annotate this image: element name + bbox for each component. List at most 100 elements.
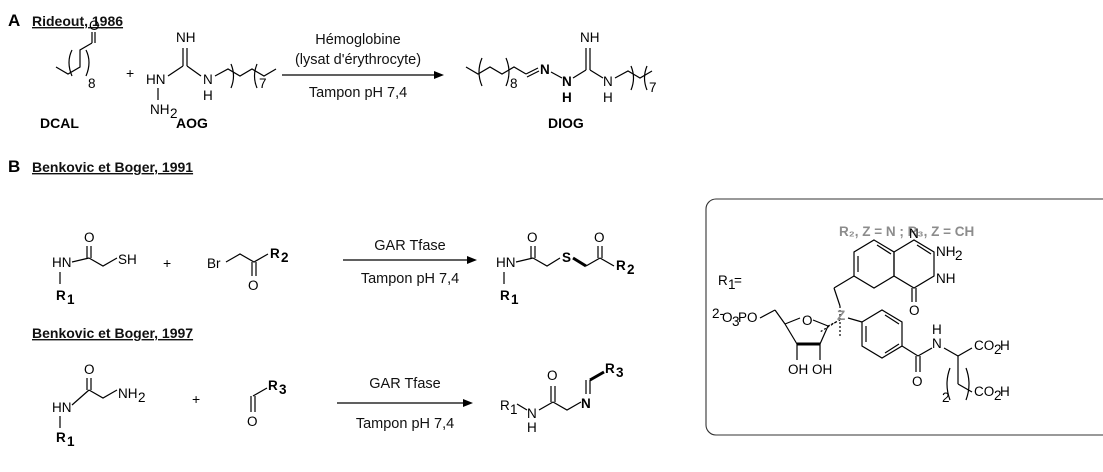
- svg-text:H: H: [932, 322, 942, 337]
- svg-text:8: 8: [88, 76, 96, 91]
- svg-text:O: O: [84, 230, 95, 245]
- svg-text:NH: NH: [176, 30, 196, 45]
- svg-text:OH: OH: [812, 362, 832, 377]
- svg-text:3: 3: [279, 382, 287, 397]
- svg-text:HN: HN: [496, 255, 516, 270]
- svg-text:NH: NH: [580, 30, 600, 45]
- svg-text:PO: PO: [738, 310, 758, 325]
- section-a-reference: Rideout, 1986: [32, 13, 123, 29]
- plus-sign-b1: +: [163, 255, 171, 271]
- thioether-product-structure: O HN S O R 2 R 1: [496, 230, 635, 307]
- svg-text:N: N: [932, 336, 942, 351]
- svg-text:R: R: [268, 378, 278, 393]
- svg-text:Br: Br: [207, 256, 221, 271]
- svg-text:3: 3: [616, 365, 624, 380]
- section-b-reference-1997: Benkovic et Boger, 1997: [32, 325, 193, 341]
- enzyme-1997: GAR Tfase: [369, 376, 440, 392]
- svg-text:SH: SH: [118, 252, 137, 267]
- svg-text:NH: NH: [150, 102, 170, 117]
- svg-text:R: R: [500, 288, 510, 303]
- svg-text:S: S: [562, 250, 571, 265]
- svg-text:2-: 2-: [712, 306, 724, 321]
- svg-text:N: N: [203, 72, 213, 87]
- svg-text:O: O: [912, 374, 923, 389]
- enzyme-1991: GAR Tfase: [374, 238, 445, 254]
- svg-text:Z: Z: [837, 308, 845, 323]
- compound-aog-label: AOG: [176, 115, 208, 131]
- svg-text:O: O: [547, 368, 558, 383]
- svg-text:N: N: [562, 74, 572, 89]
- svg-text:CO: CO: [974, 384, 994, 399]
- svg-text:H: H: [1000, 338, 1010, 353]
- section-a-letter: A: [8, 11, 20, 30]
- svg-text:2: 2: [942, 390, 950, 405]
- r1-definition: R 1 =: [718, 273, 742, 292]
- buffer-1991: Tampon pH 7,4: [361, 271, 459, 287]
- svg-text:NH: NH: [118, 386, 138, 401]
- svg-text:H: H: [203, 88, 213, 103]
- r1-equals: =: [734, 273, 742, 288]
- svg-text:O: O: [84, 362, 95, 377]
- svg-text:N: N: [540, 62, 550, 77]
- svg-text:2: 2: [281, 250, 289, 265]
- r1-subscript: 1: [728, 277, 736, 292]
- svg-text:2: 2: [994, 342, 1002, 357]
- svg-text:R: R: [500, 398, 510, 413]
- svg-text:7: 7: [259, 76, 267, 91]
- svg-text:O: O: [802, 313, 813, 328]
- diog-structure: 8 N N H NH N H 7: [465, 30, 657, 105]
- svg-text:1: 1: [67, 434, 75, 449]
- svg-text:N: N: [909, 226, 919, 241]
- section-b-letter: B: [8, 157, 20, 176]
- thiol-reactant-structure: O HN SH R 1: [52, 230, 137, 307]
- plus-sign-b2: +: [192, 391, 200, 407]
- svg-text:7: 7: [649, 80, 657, 95]
- aog-structure: NH HN NH 2 N H 7: [146, 30, 277, 121]
- aldehyde-structure: O R 3: [247, 378, 287, 429]
- svg-text:HN: HN: [146, 72, 166, 87]
- svg-text:2: 2: [627, 262, 635, 277]
- svg-text:R: R: [605, 361, 615, 376]
- svg-text:H: H: [527, 420, 537, 435]
- svg-text:3: 3: [732, 314, 740, 329]
- imine-product-structure: R 1 N H O N R 3: [500, 361, 624, 435]
- svg-text:2: 2: [955, 248, 963, 263]
- conditions-a-below: Tampon pH 7,4: [309, 85, 407, 101]
- bromoketone-structure: Br O R 2: [207, 246, 289, 293]
- svg-text:CO: CO: [974, 338, 994, 353]
- svg-text:R: R: [270, 246, 280, 261]
- section-b-reference-1991: Benkovic et Boger, 1991: [32, 159, 193, 175]
- svg-text:O: O: [594, 230, 605, 245]
- svg-text:1: 1: [67, 292, 75, 307]
- svg-text:O: O: [909, 303, 920, 318]
- compound-diog-label: DIOG: [548, 115, 584, 131]
- svg-text:O: O: [89, 18, 100, 33]
- svg-text:OH: OH: [788, 362, 808, 377]
- svg-text:H: H: [562, 90, 572, 105]
- svg-text:O: O: [248, 278, 259, 293]
- svg-text:R: R: [616, 258, 626, 273]
- svg-text:N: N: [581, 396, 591, 411]
- substituent-legend-box: [705, 198, 1103, 436]
- svg-text:1: 1: [510, 402, 518, 417]
- svg-text:R: R: [56, 430, 66, 445]
- svg-text:2: 2: [138, 390, 146, 405]
- r2-r3-heading: R₂, Z = N ; R₃, Z = CH: [839, 224, 974, 239]
- svg-text:N: N: [527, 406, 537, 421]
- svg-text:H: H: [1000, 384, 1010, 399]
- ribose-phosphate-structure: 2- O 3 PO O OH OH: [712, 306, 841, 377]
- conditions-a-line1: Hémoglobine: [315, 32, 400, 48]
- buffer-1997: Tampon pH 7,4: [356, 416, 454, 432]
- svg-text:2: 2: [994, 388, 1002, 403]
- conditions-a-line2: (lysat d'érythrocyte): [295, 52, 421, 68]
- dcal-structure: O 8: [55, 18, 100, 91]
- svg-text:R: R: [56, 288, 66, 303]
- svg-text:1: 1: [511, 292, 519, 307]
- svg-text:2: 2: [170, 106, 178, 121]
- quinazoline-folate-structure: N NH 2 NH O Z O N H CO 2 H 2: [819, 226, 1010, 405]
- svg-text:HN: HN: [52, 400, 72, 415]
- svg-text:8: 8: [510, 76, 518, 91]
- svg-text:NH: NH: [936, 244, 956, 259]
- svg-text:O: O: [722, 310, 733, 325]
